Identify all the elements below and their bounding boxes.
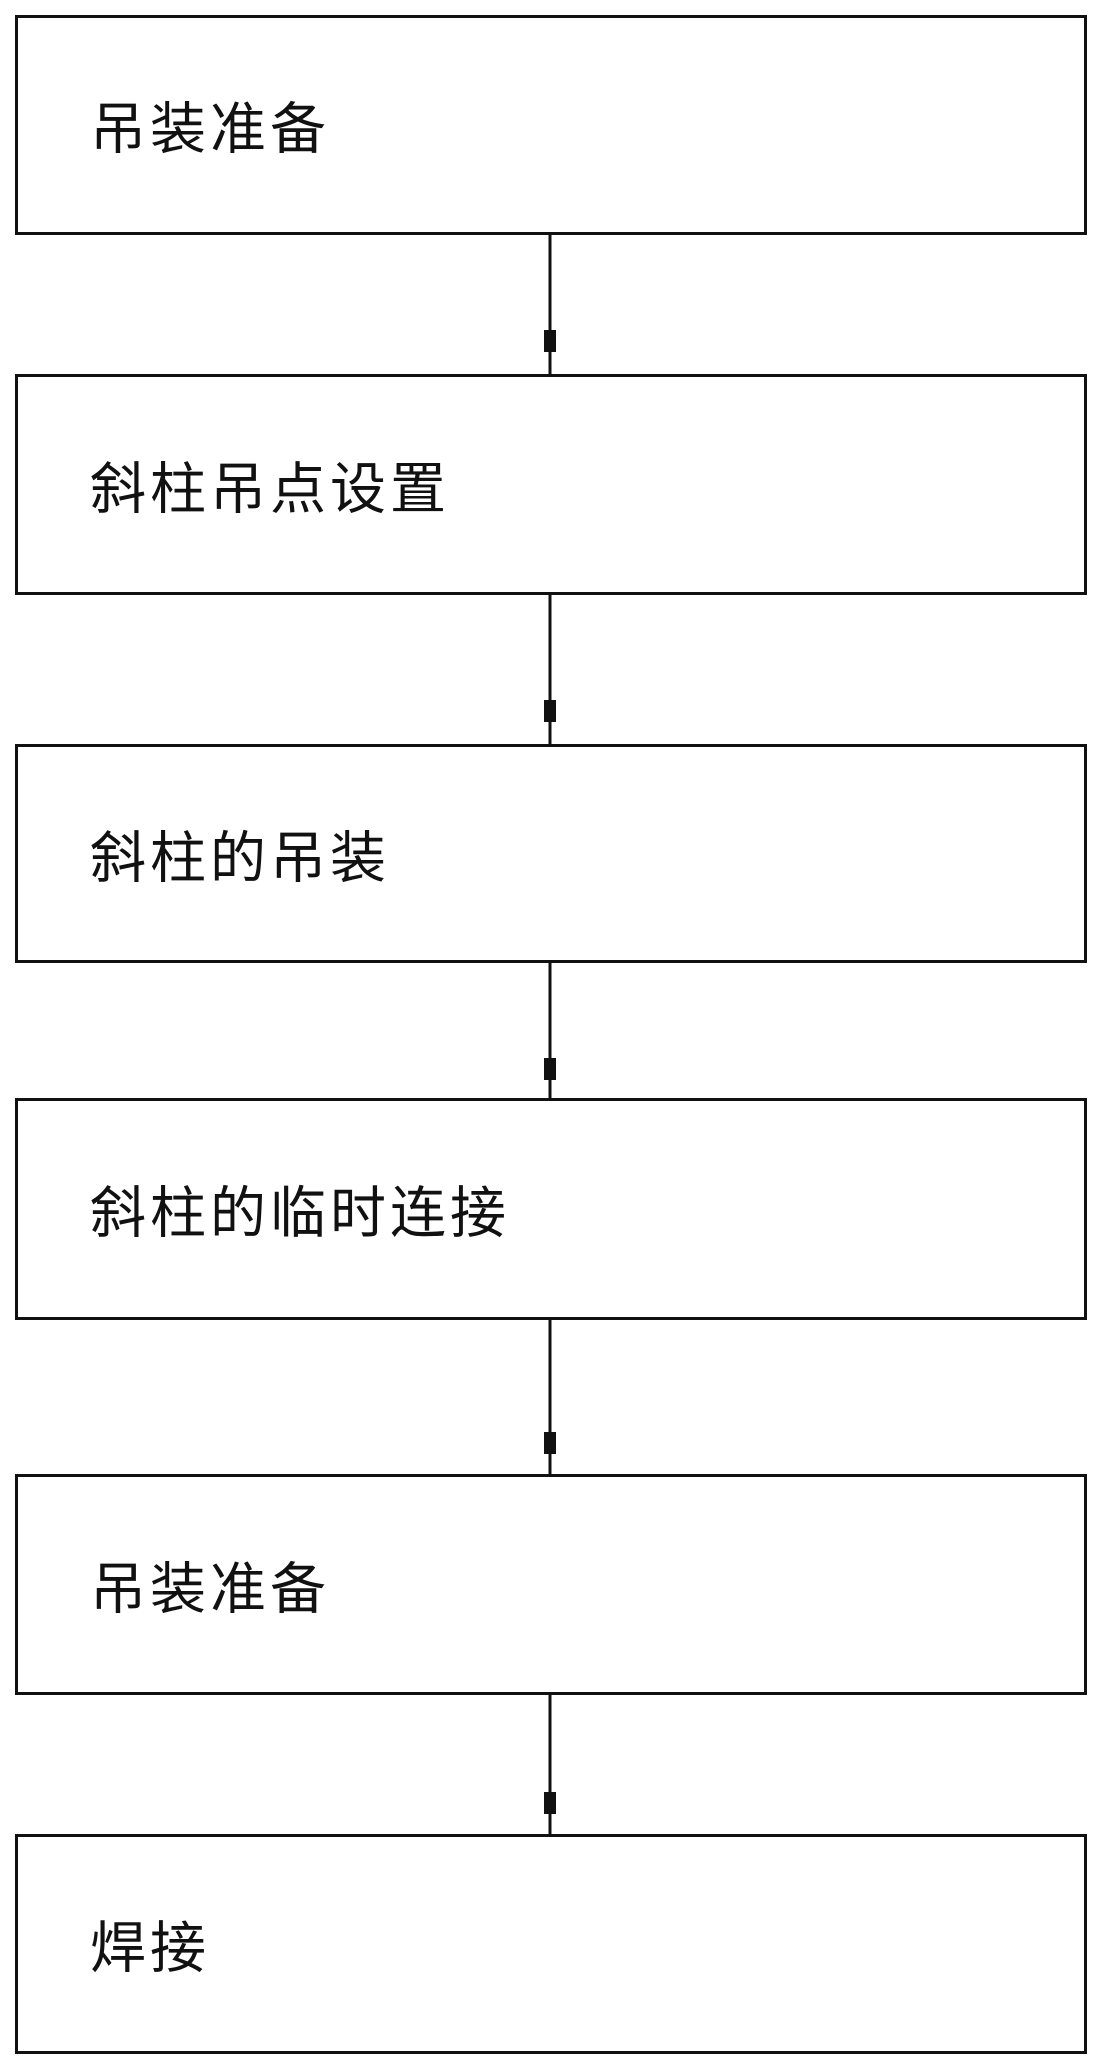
arrow-2 bbox=[544, 595, 556, 744]
step-box-5: 吊装准备 bbox=[15, 1474, 1087, 1695]
step-box-3: 斜柱的吊装 bbox=[15, 744, 1087, 963]
arrow-4 bbox=[544, 1320, 556, 1474]
step-label: 斜柱的吊装 bbox=[90, 813, 390, 894]
step-box-4: 斜柱的临时连接 bbox=[15, 1098, 1087, 1320]
step-box-6: 焊接 bbox=[15, 1834, 1087, 2054]
step-label: 斜柱的临时连接 bbox=[90, 1169, 510, 1250]
step-label: 吊装准备 bbox=[90, 85, 330, 166]
arrow-1 bbox=[544, 235, 556, 374]
arrow-3 bbox=[544, 963, 556, 1098]
step-label: 吊装准备 bbox=[90, 1544, 330, 1625]
step-label: 斜柱吊点设置 bbox=[90, 444, 450, 525]
step-label: 焊接 bbox=[90, 1904, 210, 1985]
arrow-5 bbox=[544, 1695, 556, 1834]
step-box-2: 斜柱吊点设置 bbox=[15, 374, 1087, 595]
step-box-1: 吊装准备 bbox=[15, 15, 1087, 235]
